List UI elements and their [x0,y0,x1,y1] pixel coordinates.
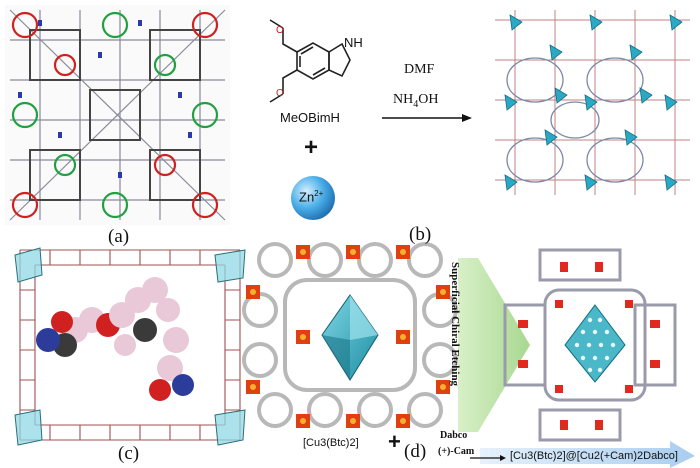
plus-sign-d: + [388,429,401,454]
reagent-cam: (+)-Cam [438,446,475,457]
panel-d-hkust-framework [242,242,458,428]
reagent-solvent: DMF [404,62,435,77]
panel-b-product-framework [495,10,690,195]
octahedral-cage [321,294,379,381]
product-formula: [Cu3(Btc)2]@[Cu2(+Cam)2Dabco] [510,450,678,462]
panel-label-d: (d) [404,441,427,462]
ligand-oxygen-bottom: O [276,88,284,99]
zinc-ion-label: Zn2+ [299,189,324,205]
reagent-dabco: Dabco [440,430,468,441]
reagent-base: NH4OH [393,92,439,110]
ligand-oxygen-top: O [276,25,284,36]
panel-label-c: (c) [118,443,140,464]
panel-d-core-shell-product [503,248,677,442]
plus-sign-b: + [304,134,319,161]
core-octahedron [564,304,626,383]
ligand-nh-label: NH [344,35,363,50]
chiral-etching-arrow [458,258,530,432]
panel-label-a: (a) [108,226,130,247]
zinc-ion-sphere [291,176,335,220]
dabco-arrow-head [500,455,506,461]
panel-a-framework [5,5,230,225]
ligand-name: MeOBimH [280,110,340,125]
ligand-structure [269,19,351,103]
chiral-etching-label: Superficial Chiral Etching [449,262,461,387]
panel-c-cage [14,247,246,446]
reactant-formula: [Cu3(Btc)2] [303,437,359,449]
panel-label-b: (b) [409,224,432,245]
product-arrow [480,441,695,468]
reaction-arrow-b [382,114,472,122]
